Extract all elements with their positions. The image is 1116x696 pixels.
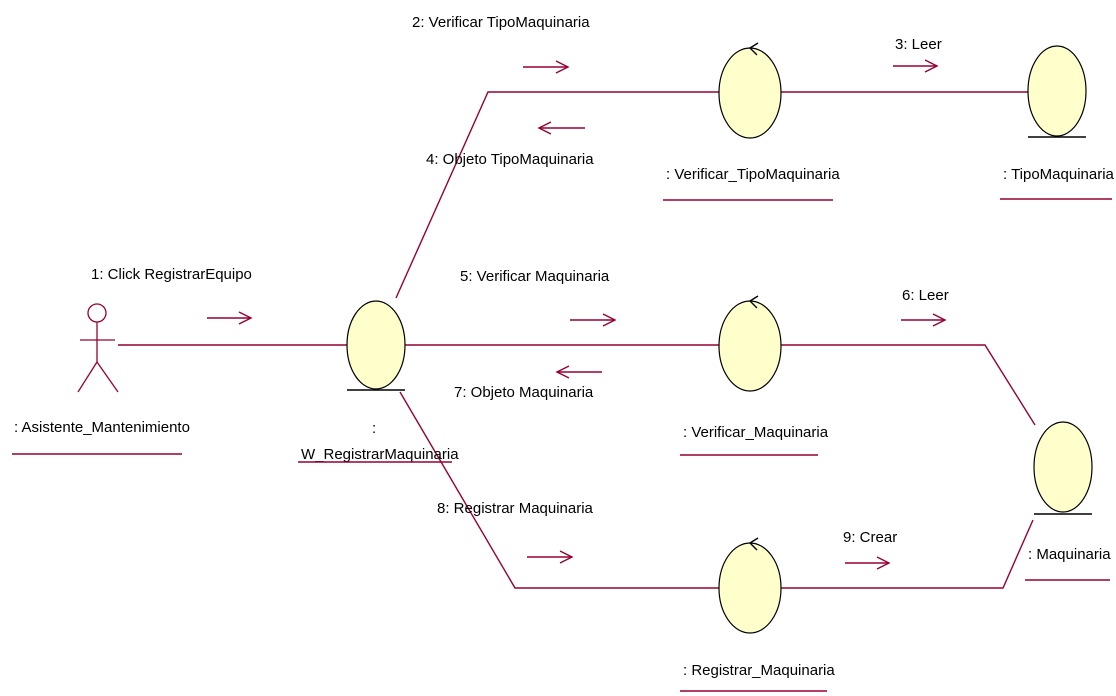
actor-name: : Asistente_Mantenimiento xyxy=(14,419,190,436)
control-icon-reg-maq[interactable] xyxy=(718,537,782,634)
ctrl-verif-maq-name: : Verificar_Maquinaria xyxy=(683,424,829,441)
message-label-4: 4: Objeto TipoMaquinaria xyxy=(426,151,594,168)
arrow-m8 xyxy=(527,550,574,564)
boundary-name: W_RegistrarMaquinaria xyxy=(301,446,459,463)
message-label-6: 6: Leer xyxy=(902,287,949,304)
actor-icon[interactable] xyxy=(77,303,119,393)
link-ctrl-reg-maq-entity-maq xyxy=(781,519,1034,589)
entity-icon-maq[interactable] xyxy=(1033,421,1093,515)
message-label-7: 7: Objeto Maquinaria xyxy=(454,384,594,401)
ctrl-tipo-name: : Verificar_TipoMaquinaria xyxy=(666,166,840,183)
arrow-m1 xyxy=(207,311,253,325)
entity-tipo-name: : TipoMaquinaria xyxy=(1003,166,1115,183)
arrow-m3 xyxy=(893,59,939,73)
ctrl-reg-maq-name: : Registrar_Maquinaria xyxy=(683,662,835,679)
arrow-m9 xyxy=(845,556,891,570)
message-label-9: 9: Crear xyxy=(843,529,897,546)
message-label-1: 1: Click RegistrarEquipo xyxy=(91,266,252,283)
message-label-5: 5: Verificar Maquinaria xyxy=(460,268,610,285)
message-label-2: 2: Verificar TipoMaquinaria xyxy=(412,14,590,31)
arrow-m6 xyxy=(901,313,947,327)
message-label-8: 8: Registrar Maquinaria xyxy=(437,500,594,517)
link-ctrl-verif-maq-entity-maq xyxy=(781,344,1036,426)
entity-icon-tipo[interactable] xyxy=(1027,45,1087,138)
control-icon-verif-maq[interactable] xyxy=(718,295,782,392)
arrow-m2 xyxy=(523,60,570,74)
boundary-prefix: : xyxy=(372,420,376,437)
arrow-m7 xyxy=(555,365,602,379)
message-label-3: 3: Leer xyxy=(895,36,942,53)
arrow-m4 xyxy=(537,121,585,135)
entity-maq-name: : Maquinaria xyxy=(1028,546,1111,563)
arrow-m5 xyxy=(570,313,617,327)
boundary-icon[interactable] xyxy=(346,300,406,391)
control-icon-tipo[interactable] xyxy=(718,42,782,139)
link-boundary-ctrl-tipo xyxy=(395,91,719,299)
link-boundary-ctrl-reg-maq xyxy=(399,391,719,589)
